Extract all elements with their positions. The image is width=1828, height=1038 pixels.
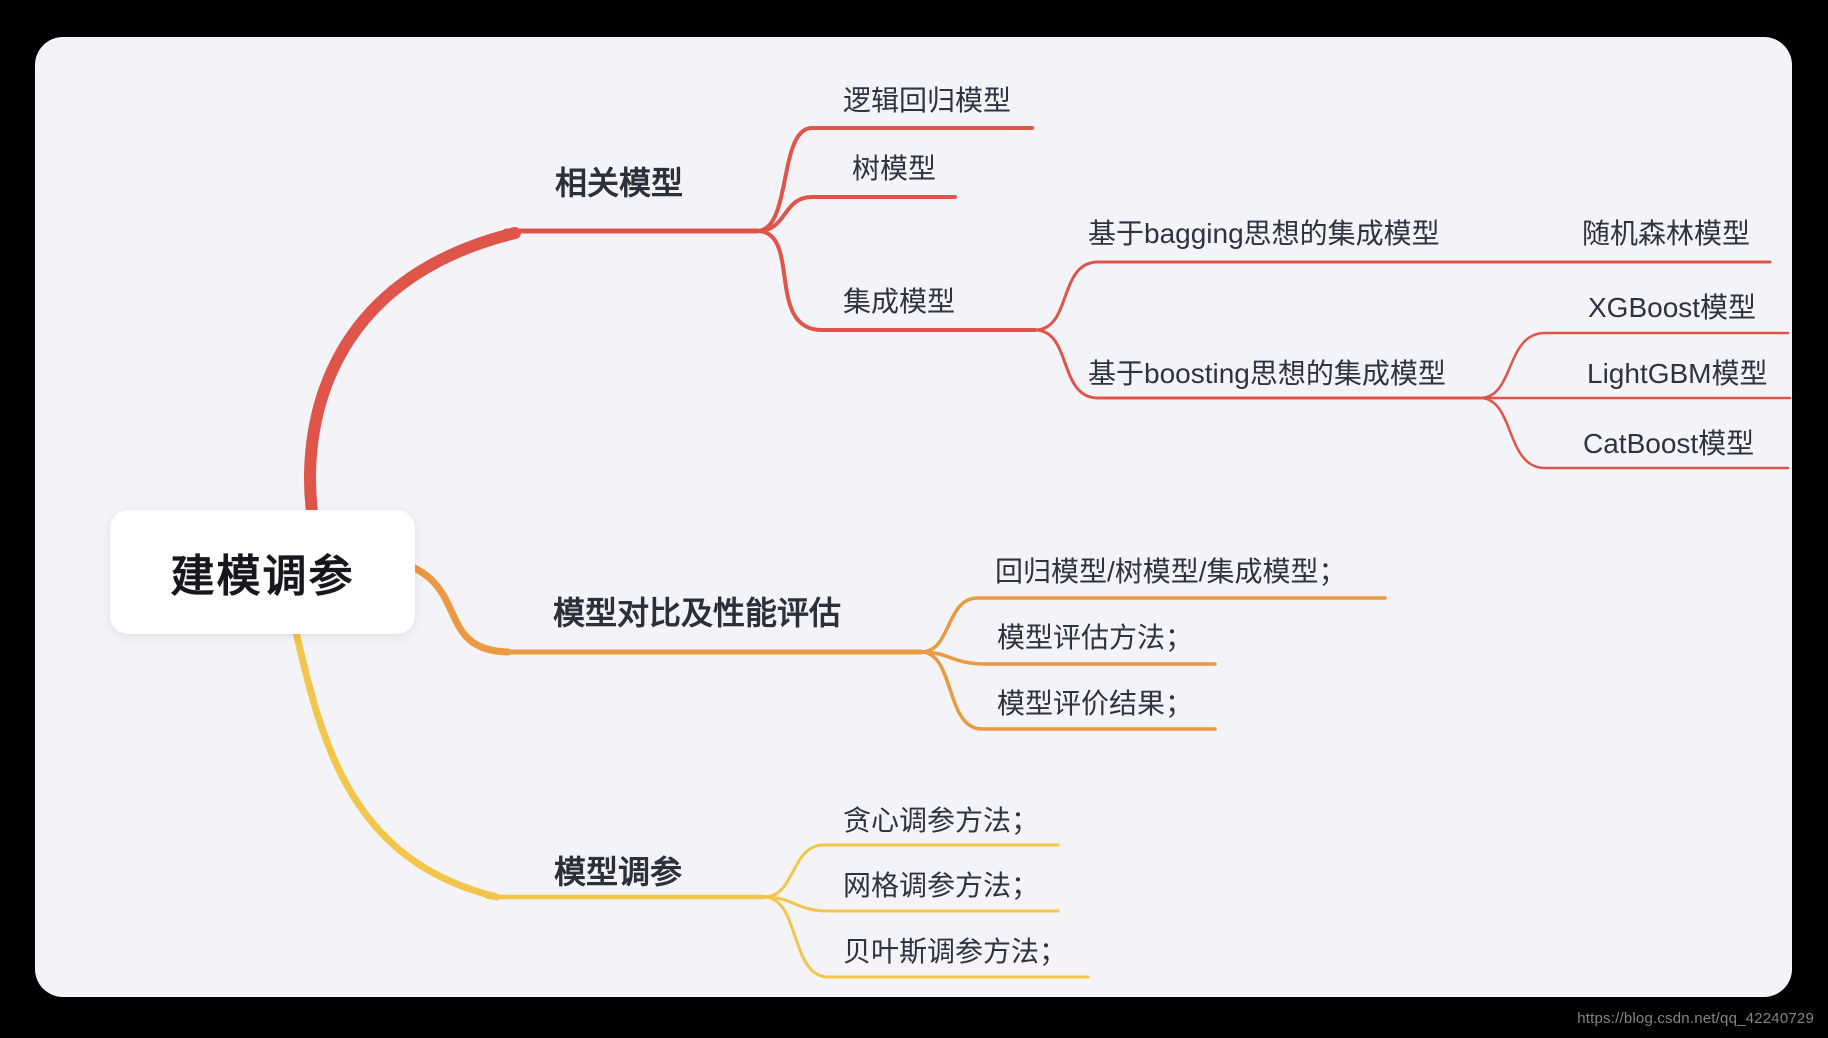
topic-model-tuning[interactable]: 模型调参 [554, 854, 683, 890]
topic-related-models[interactable]: 相关模型 [555, 165, 684, 201]
root-topic-label: 建模调参 [170, 552, 355, 601]
topic-grid-tuning[interactable]: 网格调参方法； [843, 870, 1040, 901]
topic-evaluation-methods[interactable]: 模型评估方法； [997, 622, 1194, 653]
topic-random-forest[interactable]: 随机森林模型 [1582, 218, 1751, 249]
topic-bayesian-tuning[interactable]: 贝叶斯调参方法； [843, 936, 1068, 967]
topic-xgboost[interactable]: XGBoost模型 [1588, 292, 1757, 323]
topic-tree-model[interactable]: 树模型 [852, 153, 937, 184]
topic-ensemble-model[interactable]: 集成模型 [843, 286, 956, 317]
topic-comparison-models[interactable]: 回归模型/树模型/集成模型； [995, 556, 1347, 587]
topic-boosting-ensemble[interactable]: 基于boosting思想的集成模型 [1088, 358, 1446, 389]
root-topic[interactable]: 建模调参 [110, 510, 415, 634]
topic-greedy-tuning[interactable]: 贪心调参方法； [843, 805, 1040, 836]
topic-lightgbm[interactable]: LightGBM模型 [1587, 358, 1768, 389]
topic-bagging-ensemble[interactable]: 基于bagging思想的集成模型 [1088, 218, 1440, 249]
topic-logistic-regression[interactable]: 逻辑回归模型 [843, 85, 1012, 116]
topic-model-comparison[interactable]: 模型对比及性能评估 [553, 595, 842, 631]
watermark: https://blog.csdn.net/qq_42240729 [1577, 1010, 1814, 1027]
topic-catboost[interactable]: CatBoost模型 [1583, 428, 1755, 459]
topic-evaluation-results[interactable]: 模型评价结果； [997, 688, 1194, 719]
